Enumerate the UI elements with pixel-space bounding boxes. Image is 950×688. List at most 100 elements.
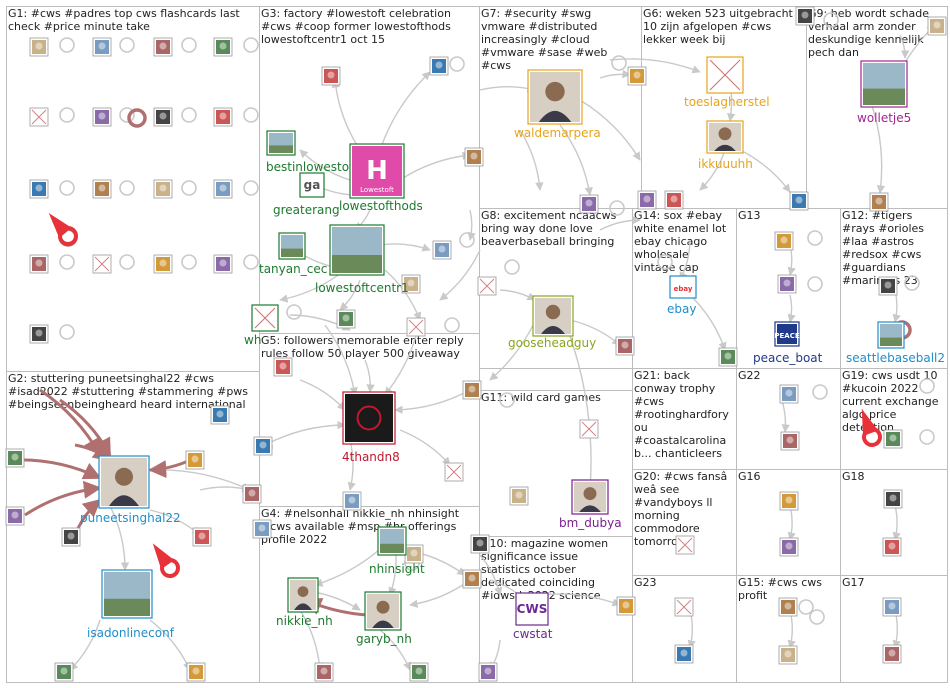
node-isadonlineconf[interactable]: isadonlineconf [87,569,175,640]
small-node-icon[interactable] [213,254,233,274]
node-wolletje5[interactable]: wolletje5 [857,60,911,125]
small-node-icon[interactable] [210,405,230,425]
small-node-icon[interactable] [409,662,429,682]
avatar-icon[interactable] [364,591,402,631]
small-node-icon[interactable] [92,107,112,127]
small-node-icon[interactable] [321,66,341,86]
small-node-icon[interactable] [462,569,482,589]
cws-logo-icon[interactable]: CWS [515,592,549,626]
small-node-icon[interactable] [29,107,49,127]
small-node-icon[interactable] [213,107,233,127]
small-node-icon[interactable] [927,16,947,36]
avatar-icon[interactable] [527,69,583,125]
node-wh[interactable]: wh [244,304,279,347]
small-node-icon[interactable] [882,537,902,557]
avatar-icon[interactable] [532,295,574,337]
small-node-icon[interactable] [883,429,903,449]
wolletje-logo-icon[interactable] [860,60,908,108]
small-node-icon[interactable] [777,274,797,294]
coach-logo-icon[interactable] [342,391,396,445]
avatar-icon[interactable] [98,455,150,509]
small-node-icon[interactable] [92,254,112,274]
logo-icon[interactable] [377,526,407,556]
small-node-icon[interactable] [29,179,49,199]
small-node-icon[interactable] [92,179,112,199]
photo-icon[interactable] [266,130,296,156]
small-node-icon[interactable] [186,662,206,682]
node-4thandn8[interactable]: 4thandn8 [342,391,400,464]
small-node-icon[interactable] [883,489,903,509]
small-node-icon[interactable] [54,662,74,682]
small-node-icon[interactable] [882,644,902,664]
small-node-icon[interactable] [273,357,293,377]
avatar-icon[interactable] [706,120,744,154]
small-node-icon[interactable] [615,336,635,356]
node-gooseheadguy[interactable]: gooseheadguy [508,295,596,350]
ga-logo-icon[interactable]: ga [299,172,325,198]
small-node-icon[interactable] [674,644,694,664]
node-lowestoftcentr1[interactable]: lowestoftcentr1 [315,224,409,295]
small-node-icon[interactable] [336,309,356,329]
small-node-icon[interactable] [779,491,799,511]
small-node-icon[interactable] [432,240,452,260]
small-node-icon[interactable] [869,192,889,212]
small-node-icon[interactable] [674,597,694,617]
small-node-icon[interactable] [406,317,426,337]
small-node-icon[interactable] [778,645,798,665]
node-garyb_nh[interactable]: garyb_nh [356,591,412,646]
small-node-icon[interactable] [29,37,49,57]
node-waldemarpera[interactable]: waldemarpera [514,69,601,140]
small-node-icon[interactable] [627,66,647,86]
small-node-icon[interactable] [774,231,794,251]
small-node-icon[interactable] [882,597,902,617]
small-node-icon[interactable] [429,56,449,76]
small-node-icon[interactable] [92,37,112,57]
small-node-icon[interactable] [789,191,809,211]
small-node-icon[interactable] [5,506,25,526]
small-node-icon[interactable] [779,537,799,557]
small-node-icon[interactable] [878,276,898,296]
small-node-icon[interactable] [252,519,272,539]
small-node-icon[interactable] [242,484,262,504]
photo-icon[interactable] [877,321,905,349]
small-node-icon[interactable] [153,179,173,199]
small-node-icon[interactable] [616,596,636,616]
node-puneetsinghal22[interactable]: puneetsinghal22 [80,455,181,525]
small-node-icon[interactable] [342,491,362,511]
small-node-icon[interactable] [401,274,421,294]
small-node-icon[interactable] [778,597,798,617]
small-node-icon[interactable] [253,436,273,456]
node-seattlebaseball2[interactable]: seattlebaseball2 [846,321,945,365]
node-bestinlowestoft[interactable]: bestinlowestoft [266,130,358,174]
small-node-icon[interactable] [153,37,173,57]
small-node-icon[interactable] [444,462,464,482]
small-node-icon[interactable] [153,254,173,274]
small-node-icon[interactable] [61,527,81,547]
small-node-icon[interactable] [718,347,738,367]
small-node-icon[interactable] [185,450,205,470]
small-node-icon[interactable] [509,486,529,506]
missing-image-icon[interactable] [706,56,744,94]
small-node-icon[interactable] [213,37,233,57]
small-node-icon[interactable] [664,190,684,210]
small-node-icon[interactable] [675,535,695,555]
small-node-icon[interactable] [29,254,49,274]
node-bm_dubya[interactable]: bm_dubya [559,479,622,530]
avatar-icon[interactable] [287,577,319,613]
sign-photo-icon[interactable] [329,224,385,276]
photo-icon[interactable] [278,232,306,260]
banner-icon[interactable] [101,569,153,619]
small-node-icon[interactable] [779,384,799,404]
small-node-icon[interactable] [579,419,599,439]
small-node-icon[interactable] [192,527,212,547]
small-node-icon[interactable] [780,431,800,451]
peace-boat-logo-icon[interactable]: PEACE [774,321,800,347]
small-node-icon[interactable] [404,544,424,564]
small-node-icon[interactable] [314,662,334,682]
avatar-icon[interactable] [571,479,609,515]
